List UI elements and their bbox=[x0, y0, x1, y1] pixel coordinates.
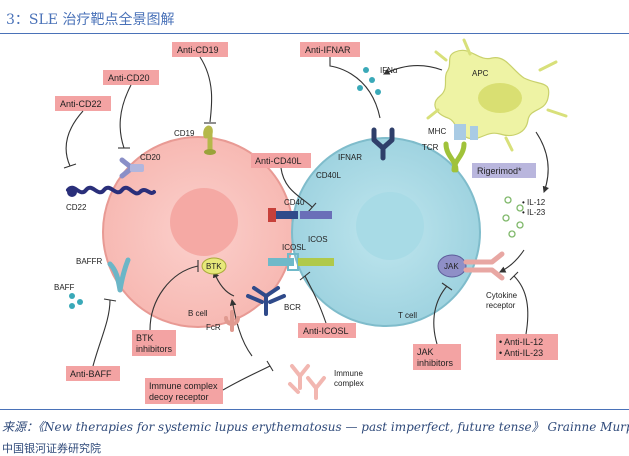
activation-arrows bbox=[212, 65, 549, 357]
btk-kinase: BTK bbox=[201, 257, 227, 275]
b-cell-nucleus bbox=[170, 188, 238, 256]
drug-jak-inhibitors: JAK inhibitors bbox=[413, 344, 461, 370]
cd20-receptor: CD20 bbox=[119, 153, 161, 179]
source-citation: 来源：《New therapies for systemic lupus ery… bbox=[2, 420, 629, 434]
drug-anti-il12-il23: • Anti-IL-12 • Anti-IL-23 bbox=[496, 334, 558, 360]
drug-rigerimod: Rigerimod* bbox=[472, 163, 536, 178]
svg-text:JAK: JAK bbox=[417, 347, 434, 357]
jak-kinase: JAK bbox=[437, 254, 467, 278]
svg-text:Immune complex: Immune complex bbox=[149, 381, 218, 391]
baffr-receptor: BAFFR bbox=[76, 257, 131, 293]
drug-btk-inhibitors: BTK inhibitors bbox=[132, 330, 176, 356]
drug-immune-complex-decoy: Immune complex decoy receptor bbox=[145, 378, 223, 404]
drug-anti-cd20: Anti-CD20 bbox=[103, 70, 159, 85]
icos-icosl-pair: ICOS ICOSL bbox=[268, 235, 334, 271]
svg-text:Anti-BAFF: Anti-BAFF bbox=[70, 369, 112, 379]
drug-anti-cd22: Anti-CD22 bbox=[55, 96, 111, 111]
t-cell: T cell bbox=[291, 137, 481, 327]
b-cell-label: B cell bbox=[188, 309, 208, 318]
svg-text:Anti-CD19: Anti-CD19 bbox=[177, 45, 219, 55]
svg-text:Anti-IFNAR: Anti-IFNAR bbox=[305, 45, 351, 55]
svg-text:TCR: TCR bbox=[422, 143, 439, 152]
cd40-cd40l-pair: CD40 CD40L bbox=[268, 171, 341, 222]
ifna-label: IFNα bbox=[380, 66, 398, 75]
ifnar-receptor: IFNAR bbox=[338, 127, 395, 162]
svg-text:BTK: BTK bbox=[136, 333, 154, 343]
svg-text:CD20: CD20 bbox=[140, 153, 161, 162]
figure-title: 3：SLE 治疗靶点全景图解 bbox=[6, 12, 175, 28]
svg-text:• Anti-IL-12: • Anti-IL-12 bbox=[499, 337, 543, 347]
svg-text:Anti-CD20: Anti-CD20 bbox=[108, 73, 150, 83]
immune-complex-label-2: complex bbox=[334, 379, 364, 388]
svg-text:Anti-CD40L: Anti-CD40L bbox=[255, 156, 302, 166]
cytokine-receptor: Cytokine receptor bbox=[463, 251, 518, 310]
svg-text:ICOS: ICOS bbox=[308, 235, 328, 244]
svg-text:CD22: CD22 bbox=[66, 203, 87, 212]
svg-text:Rigerimod*: Rigerimod* bbox=[477, 166, 522, 176]
svg-text:Cytokine: Cytokine bbox=[486, 291, 518, 300]
il12-label: • IL-12 bbox=[522, 198, 546, 207]
baff-ligand: BAFF bbox=[54, 283, 83, 309]
svg-text:MHC: MHC bbox=[428, 127, 446, 136]
svg-text:BAFF: BAFF bbox=[54, 283, 75, 292]
svg-text:Anti-CD22: Anti-CD22 bbox=[60, 99, 102, 109]
svg-text:IFNAR: IFNAR bbox=[338, 153, 362, 162]
apc-cell: APC bbox=[426, 38, 568, 152]
cd19-receptor: CD19 bbox=[174, 125, 216, 155]
drug-anti-icosl: Anti-ICOSL bbox=[298, 323, 356, 338]
b-cell: B cell bbox=[102, 136, 294, 328]
t-cell-nucleus bbox=[356, 192, 424, 260]
fcr-receptor: FcR bbox=[206, 310, 240, 332]
drug-anti-ifnar: Anti-IFNAR bbox=[300, 42, 360, 57]
sle-target-diagram: B cell T cell APC Anti-CD19 Anti-CD20 An… bbox=[54, 38, 568, 404]
svg-text:ICOSL: ICOSL bbox=[282, 243, 307, 252]
immune-complex-label-1: Immune bbox=[334, 369, 363, 378]
svg-text:JAK: JAK bbox=[444, 262, 459, 271]
drug-anti-cd40l: Anti-CD40L bbox=[251, 153, 311, 168]
mhc-tcr-complex: MHC TCR bbox=[422, 124, 478, 173]
svg-text:BCR: BCR bbox=[284, 303, 301, 312]
cd22-receptor: CD22 bbox=[66, 185, 156, 212]
immune-complex bbox=[288, 364, 326, 400]
svg-text:CD40: CD40 bbox=[284, 198, 305, 207]
svg-text:BAFFR: BAFFR bbox=[76, 257, 102, 266]
svg-text:inhibitors: inhibitors bbox=[417, 358, 454, 368]
svg-text:CD40L: CD40L bbox=[316, 171, 341, 180]
source-institute: 中国银河证券研究院 bbox=[2, 442, 101, 455]
svg-text:decoy receptor: decoy receptor bbox=[149, 392, 209, 402]
bcr-receptor: BCR bbox=[246, 286, 301, 316]
drug-anti-baff: Anti-BAFF bbox=[66, 366, 120, 381]
bottom-divider bbox=[0, 409, 629, 410]
svg-text:FcR: FcR bbox=[206, 323, 221, 332]
svg-text:• Anti-IL-23: • Anti-IL-23 bbox=[499, 348, 543, 358]
apc-label: APC bbox=[472, 69, 489, 78]
svg-text:inhibitors: inhibitors bbox=[136, 344, 173, 354]
svg-text:CD19: CD19 bbox=[174, 129, 195, 138]
il23-label: • IL-23 bbox=[522, 208, 546, 217]
svg-text:receptor: receptor bbox=[486, 301, 516, 310]
apc-nucleus bbox=[478, 83, 522, 113]
top-divider bbox=[0, 33, 629, 34]
ifna-molecules bbox=[357, 67, 381, 95]
t-cell-label: T cell bbox=[398, 311, 417, 320]
inhibition-lines bbox=[63, 56, 529, 391]
il-cytokines bbox=[502, 196, 524, 238]
svg-text:BTK: BTK bbox=[206, 262, 222, 271]
drug-anti-cd19: Anti-CD19 bbox=[172, 42, 228, 57]
svg-text:Anti-ICOSL: Anti-ICOSL bbox=[303, 326, 349, 336]
